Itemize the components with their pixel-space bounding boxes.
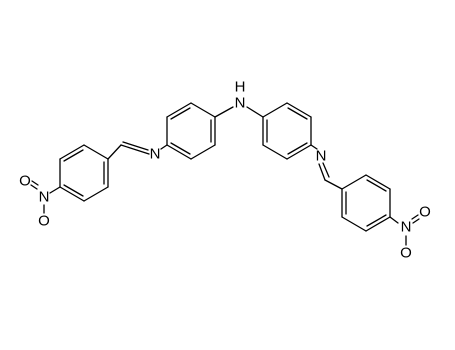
bond <box>83 144 109 160</box>
bond <box>190 144 216 160</box>
bond <box>341 174 367 190</box>
nitro-n-right-label: N <box>401 219 412 236</box>
bond <box>262 102 288 118</box>
bond <box>286 144 312 160</box>
bond <box>190 102 216 118</box>
bond <box>166 102 192 118</box>
bond <box>286 102 312 118</box>
bond <box>246 106 264 118</box>
bond <box>107 144 122 160</box>
nitro-n-left-label: N <box>39 189 50 206</box>
bond <box>59 186 85 202</box>
bond <box>287 107 308 120</box>
nitro-o2-right-label: O <box>400 245 412 262</box>
bond <box>63 184 84 197</box>
bond <box>30 184 38 190</box>
bond <box>120 144 150 155</box>
nitro-o1-left-label: O <box>19 173 31 190</box>
nitro-o1-right-label: O <box>419 204 431 221</box>
bond <box>341 216 367 232</box>
bond <box>287 142 308 155</box>
bond <box>318 163 326 181</box>
amine-n-label: N <box>235 95 246 112</box>
bond <box>170 142 191 155</box>
bond <box>166 144 192 160</box>
bond <box>365 216 391 232</box>
amine-h-label: H <box>235 79 246 96</box>
bond <box>49 186 61 194</box>
bond-layer <box>30 102 420 246</box>
atom-labels: H N N N N O O N O O <box>19 79 431 262</box>
bond <box>365 174 391 190</box>
bond <box>31 180 39 186</box>
bond <box>324 179 343 190</box>
bond <box>389 216 399 224</box>
bond <box>83 186 109 202</box>
bond <box>310 144 318 150</box>
amine-nh-label: H N <box>235 79 246 112</box>
nitro-o2-left-label: O <box>38 213 50 230</box>
bond <box>412 218 420 224</box>
bond <box>63 149 84 162</box>
bond <box>214 106 234 118</box>
bond <box>366 179 387 192</box>
imine-n-left-label: N <box>150 146 161 163</box>
bond <box>262 144 288 160</box>
bond <box>366 214 387 227</box>
bond <box>170 107 191 120</box>
bond <box>122 141 149 151</box>
bond <box>59 144 85 160</box>
bond <box>322 162 330 178</box>
imine-n-right-label: N <box>316 148 327 165</box>
bond <box>160 144 168 150</box>
bond <box>411 214 419 220</box>
